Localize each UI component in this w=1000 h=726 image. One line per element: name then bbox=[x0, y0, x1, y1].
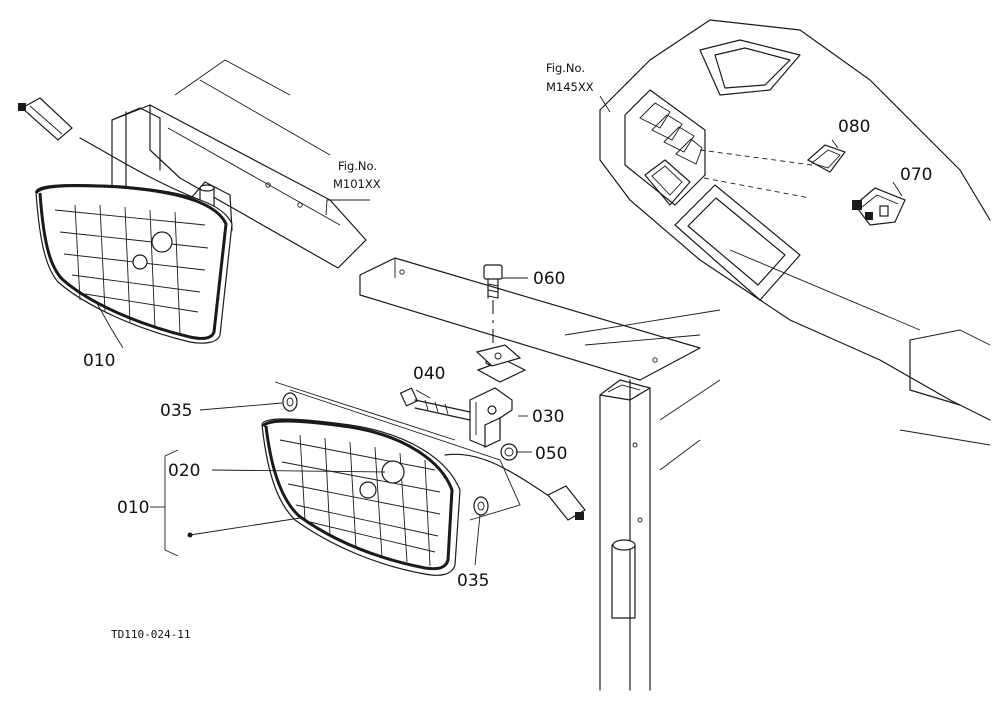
part-040-bolt[interactable] bbox=[399, 387, 471, 421]
callout-020: 020 bbox=[168, 461, 200, 481]
callout-010-group: 010 bbox=[117, 498, 149, 518]
callout-080: 080 bbox=[838, 117, 870, 137]
leader-lines bbox=[94, 95, 903, 566]
part-030-bracket[interactable] bbox=[469, 358, 527, 448]
dashboard-panel bbox=[599, 19, 991, 446]
work-light-lower[interactable] bbox=[261, 381, 586, 576]
drawing-code: TD110-024-11 bbox=[111, 628, 190, 641]
part-035-washer-bottom[interactable] bbox=[473, 496, 489, 516]
part-060-bolt[interactable] bbox=[475, 264, 522, 367]
work-light-upper[interactable] bbox=[18, 97, 233, 344]
fig-ref-dash-number: M145XX bbox=[546, 80, 594, 94]
callout-050: 050 bbox=[535, 444, 567, 464]
part-070-switch[interactable] bbox=[852, 187, 906, 226]
callout-035-bottom: 035 bbox=[457, 571, 489, 591]
callout-030: 030 bbox=[532, 407, 564, 427]
callout-060: 060 bbox=[533, 269, 565, 289]
fig-ref-frame-label: Fig.No. bbox=[338, 159, 377, 173]
part-080-switch-cap[interactable] bbox=[806, 144, 846, 173]
callout-070: 070 bbox=[900, 165, 932, 185]
callout-035-top: 035 bbox=[160, 401, 192, 421]
part-035-washer-top[interactable] bbox=[282, 392, 298, 412]
callout-040: 040 bbox=[413, 364, 445, 384]
fig-ref-dash-label: Fig.No. bbox=[546, 61, 585, 75]
fig-ref-frame-number: M101XX bbox=[333, 177, 381, 191]
part-050-nut[interactable] bbox=[500, 443, 518, 461]
callout-010-upper: 010 bbox=[83, 351, 115, 371]
rear-frame bbox=[111, 59, 721, 691]
